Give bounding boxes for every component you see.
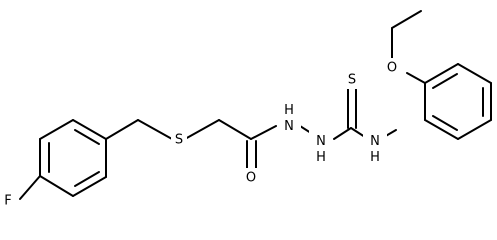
sulfur-label-thione: S [344,70,360,89]
bond [74,129,100,145]
sulfur-label-thioether: S [171,130,187,149]
bond [250,125,277,140]
bond [39,175,74,197]
svg-text:S: S [348,73,356,88]
svg-text:S: S [175,133,183,148]
bond [74,171,100,187]
svg-text:O: O [246,171,256,186]
bond [105,119,139,140]
bond [184,119,220,140]
bond [424,63,459,84]
bond [391,10,422,29]
oxygen-label-ether: O [384,58,400,77]
fluorine-label: F [0,190,16,209]
bonds [19,10,492,200]
bond [424,119,459,140]
bond [432,115,458,131]
bond [432,73,458,89]
svg-text:NH: NH [370,134,380,165]
bond [218,119,252,140]
bond [350,127,366,138]
bond [137,119,173,140]
oxygen-label-carbonyl: O [244,168,260,187]
bond [406,72,426,84]
bond [333,127,352,140]
bond [457,119,492,140]
svg-text:F: F [4,194,11,209]
bond [39,119,74,140]
svg-text:NH: NH [316,134,326,165]
svg-text:HN: HN [284,103,294,134]
bond [457,63,492,84]
bond [72,119,107,140]
svg-text:O: O [387,61,397,76]
bond [19,175,41,200]
bond [72,176,107,197]
